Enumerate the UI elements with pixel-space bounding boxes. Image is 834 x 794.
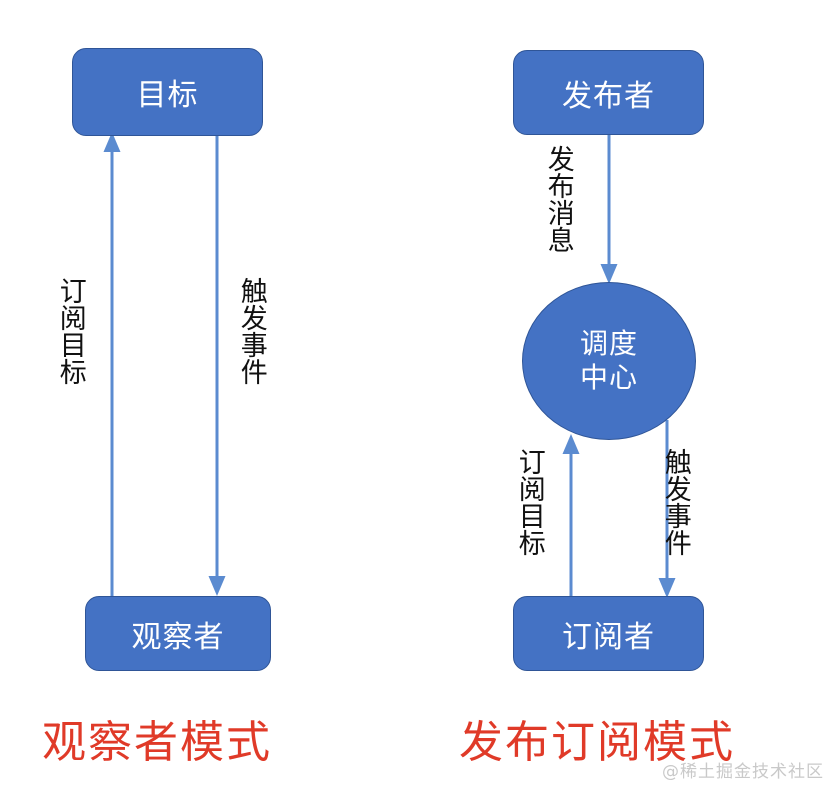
edge-label-subscribe-right: 订阅目标 — [513, 448, 545, 556]
caption-pubsub-pattern: 发布订阅模式 — [459, 717, 735, 768]
connector-subscribe-right — [559, 432, 583, 600]
node-subscriber-label: 订阅者 — [562, 620, 655, 654]
node-subject[interactable]: 目标 — [72, 48, 263, 136]
edge-label-subscribe-left: 订阅目标 — [54, 277, 86, 385]
node-subscriber[interactable]: 订阅者 — [513, 596, 704, 671]
edge-label-trigger-left: 触发事件 — [235, 277, 267, 385]
node-publisher[interactable]: 发布者 — [513, 50, 704, 135]
node-observer-label: 观察者 — [131, 620, 225, 654]
edge-label-publish-right: 发布消息 — [542, 145, 574, 253]
caption-observer-pattern: 观察者模式 — [42, 717, 272, 768]
node-broker[interactable]: 调度 中心 — [522, 282, 696, 440]
watermark: @稀土掘金技术社区 — [662, 762, 824, 782]
node-broker-label-line2: 中心 — [579, 362, 638, 393]
node-broker-label-line1: 调度 — [579, 327, 638, 359]
edge-label-trigger-right: 触发事件 — [659, 448, 691, 556]
connector-subscribe-left — [100, 130, 124, 600]
connector-publish-right — [597, 134, 621, 286]
node-observer[interactable]: 观察者 — [85, 596, 271, 671]
connector-trigger-left — [205, 133, 229, 598]
connector-trigger-right — [655, 420, 679, 600]
node-subject-label: 目标 — [136, 79, 199, 112]
node-publisher-label: 发布者 — [562, 79, 655, 113]
